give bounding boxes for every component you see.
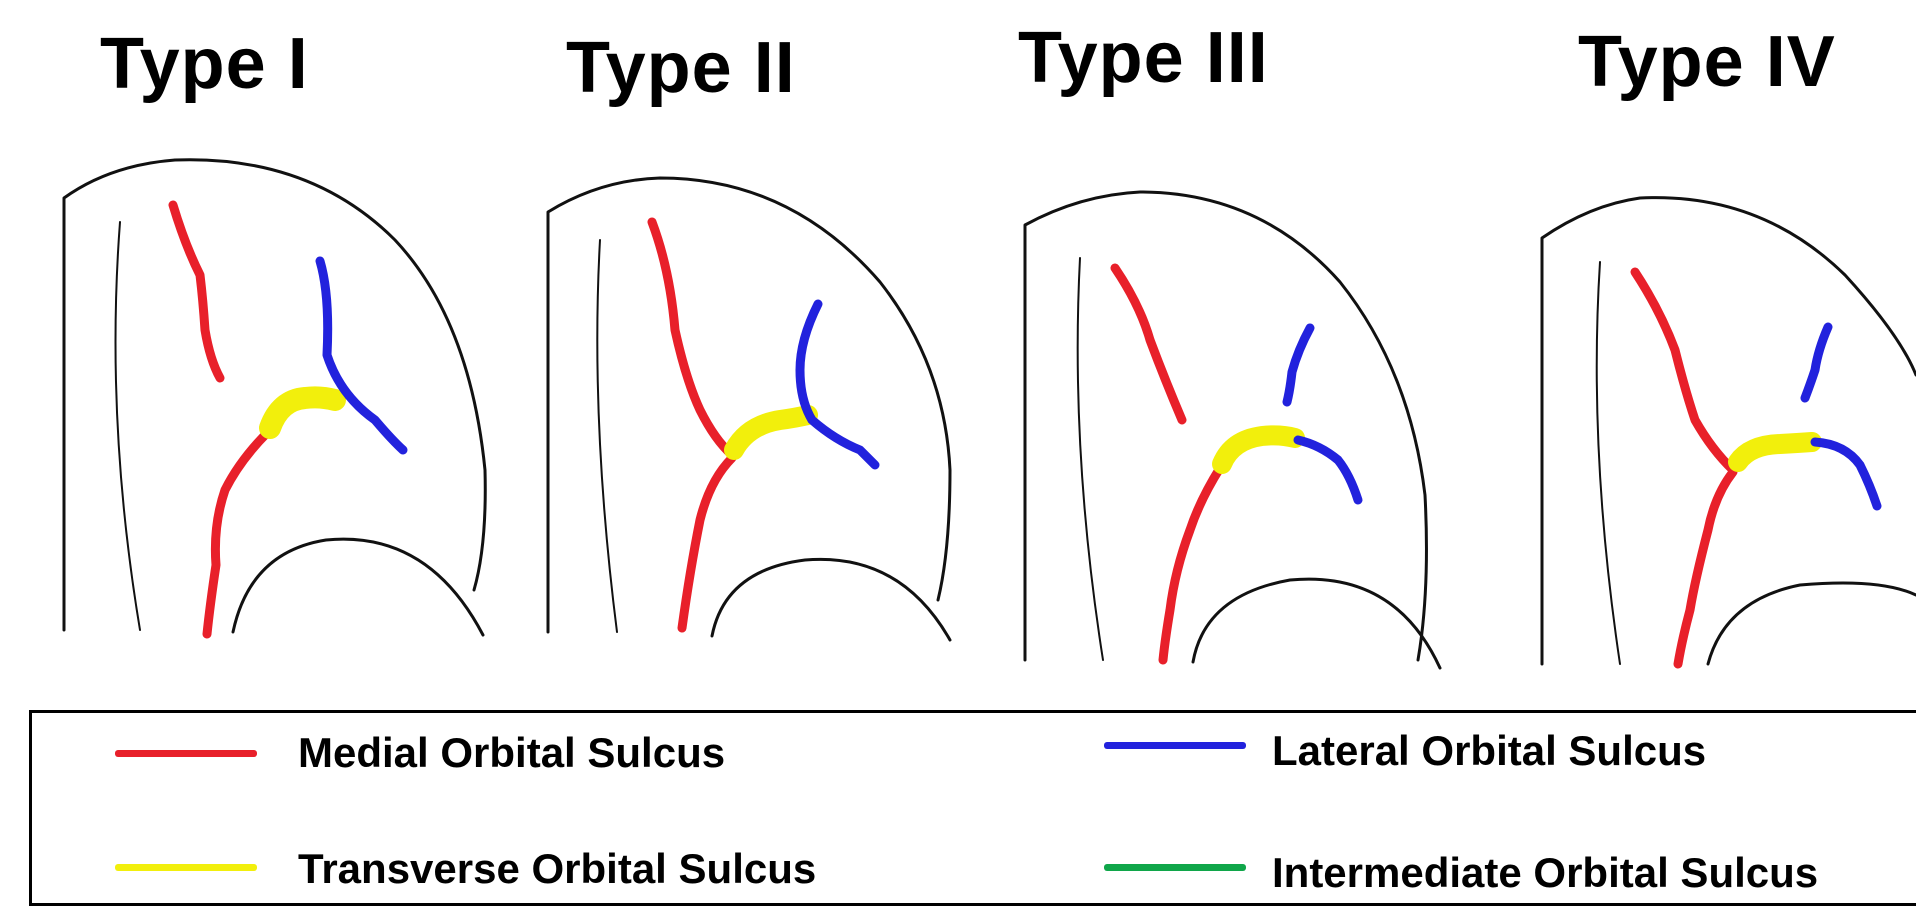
- lateral-orbital-sulcus: [320, 261, 403, 450]
- medial-orbital-sulcus: [1115, 268, 1182, 420]
- lateral-orbital-sulcus: [1287, 328, 1310, 402]
- legend-swatch-transverse: [115, 864, 257, 871]
- olfactory-bulb-outline: [1193, 579, 1440, 668]
- transverse-orbital-sulcus: [1222, 435, 1295, 464]
- gyrus-rectus-line: [597, 240, 617, 632]
- lateral-orbital-sulcus: [1805, 327, 1828, 398]
- lateral-orbital-sulcus: [800, 304, 875, 465]
- gyrus-rectus-line: [116, 222, 141, 630]
- panel-type-4: [1542, 198, 1916, 664]
- lateral-orbital-sulcus: [1298, 440, 1358, 500]
- medial-orbital-sulcus: [1678, 472, 1733, 664]
- olfactory-bulb-outline: [712, 559, 950, 640]
- panel-type-3: [1025, 192, 1440, 668]
- panel-type-2: [548, 178, 950, 640]
- transverse-orbital-sulcus: [734, 415, 808, 450]
- medial-orbital-sulcus: [1163, 468, 1220, 660]
- transverse-orbital-sulcus: [270, 397, 335, 428]
- medial-orbital-sulcus: [207, 432, 268, 634]
- lateral-orbital-sulcus: [1815, 442, 1877, 506]
- transverse-orbital-sulcus: [1738, 442, 1812, 462]
- olfactory-bulb-outline: [1708, 583, 1916, 664]
- legend-label-transverse: Transverse Orbital Sulcus: [298, 848, 816, 890]
- legend-label-intermediate: Intermediate Orbital Sulcus: [1272, 852, 1818, 894]
- legend-swatch-lateral: [1104, 742, 1246, 749]
- medial-orbital-sulcus: [652, 222, 732, 455]
- legend-swatch-medial: [115, 750, 257, 757]
- legend-label-lateral: Lateral Orbital Sulcus: [1272, 730, 1706, 772]
- gyrus-rectus-line: [1597, 262, 1620, 664]
- gyrus-rectus-line: [1078, 258, 1103, 660]
- legend-swatch-intermediate: [1104, 864, 1246, 871]
- legend-label-medial: Medial Orbital Sulcus: [298, 732, 725, 774]
- medial-orbital-sulcus: [1635, 272, 1733, 470]
- medial-orbital-sulcus: [173, 205, 220, 378]
- panel-type-1: [64, 160, 485, 635]
- olfactory-bulb-outline: [233, 539, 483, 635]
